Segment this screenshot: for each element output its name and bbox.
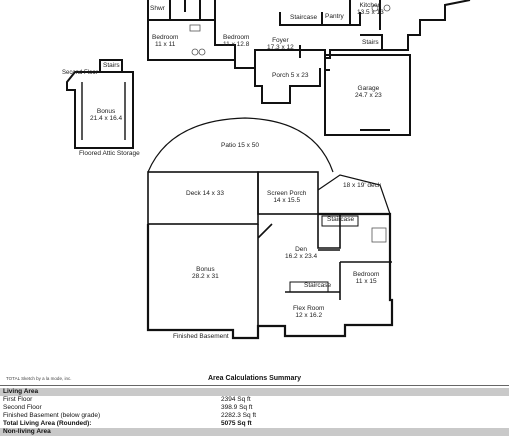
room-name: Den bbox=[295, 246, 308, 253]
total-value: 5075 Sq ft bbox=[221, 420, 252, 427]
table-header-non-living: Non-living Area bbox=[0, 428, 509, 436]
room-porch: Porch 5 x 23 bbox=[272, 72, 309, 79]
room-name: Flex Room bbox=[293, 305, 325, 312]
living-area-label: Living Area bbox=[3, 388, 39, 395]
room-stairs-left: Stairs bbox=[103, 62, 120, 69]
room-name: Garage bbox=[357, 85, 380, 92]
row-label: First Floor bbox=[3, 396, 33, 403]
room-name: Bedroom bbox=[353, 271, 380, 278]
room-dimensions: 16.2 x 23.4 bbox=[285, 253, 318, 260]
garage-outline bbox=[324, 54, 411, 136]
floor-plan bbox=[66, 0, 471, 340]
room-dimensions: 11 x 11 bbox=[155, 41, 176, 48]
row-value: 398.9 Sq ft bbox=[221, 404, 253, 411]
table-row-total: Total Living Area (Rounded): 5075 Sq ft bbox=[0, 420, 509, 428]
room-shwr: Shwr bbox=[150, 5, 165, 12]
room-name: Bonus bbox=[196, 266, 215, 273]
room-name: Bedroom bbox=[223, 34, 250, 41]
room-pantry: Pantry bbox=[325, 13, 344, 20]
deck-outline bbox=[147, 171, 259, 225]
label-second-floor: Second Floor bbox=[62, 70, 98, 76]
room-staircase-mid: Staircase bbox=[327, 216, 355, 223]
row-value: 2394 Sq ft bbox=[221, 396, 251, 403]
screen-porch-outline bbox=[257, 171, 319, 215]
room-name: Bonus bbox=[96, 108, 116, 115]
room-dimensions: 24.7 x 23 bbox=[355, 92, 382, 99]
room-dimensions: 11 x 12.8 bbox=[223, 41, 250, 48]
room-staircase-low: Staircase bbox=[304, 282, 332, 289]
table-header-living-area: Living Area bbox=[0, 388, 509, 396]
second-floor-outline bbox=[66, 71, 134, 149]
room-deck: Deck 14 x 33 bbox=[186, 190, 224, 197]
basement-outline bbox=[146, 212, 394, 340]
label-finished-basement: Finished Basement bbox=[173, 333, 229, 340]
room-name: Foyer bbox=[272, 37, 289, 44]
room-name: Kitchen bbox=[359, 2, 382, 9]
room-dimensions: 21.4 x 16.4 bbox=[90, 115, 123, 122]
area-summary-table: Living Area First Floor 2394 Sq ft Secon… bbox=[0, 385, 509, 436]
total-label: Total Living Area (Rounded): bbox=[3, 420, 92, 427]
non-living-label: Non-living Area bbox=[3, 428, 51, 435]
room-dimensions: 12 x 16.2 bbox=[295, 312, 323, 319]
row-value: 2282.3 Sq ft bbox=[221, 412, 257, 419]
summary-title: Area Calculations Summary bbox=[208, 375, 301, 382]
first-floor-outline bbox=[147, 0, 471, 69]
room-name: Bedroom bbox=[152, 34, 179, 41]
room-dimensions: 11 x 15 bbox=[355, 278, 377, 285]
room-dimensions: 28.2 x 31 bbox=[192, 273, 219, 280]
table-row: First Floor 2394 Sq ft bbox=[0, 396, 509, 404]
room-stairs-right: Stairs bbox=[362, 39, 379, 46]
room-floored-attic: Floored Attic Storage bbox=[79, 150, 140, 157]
patio-arc bbox=[147, 117, 334, 173]
row-label: Finished Basement (below grade) bbox=[3, 412, 101, 419]
room-dimensions: 14 x 15.5 bbox=[273, 197, 301, 204]
room-staircase-top: Staircase bbox=[290, 14, 318, 21]
room-dimensions: 13.5 x 13 bbox=[357, 9, 384, 16]
table-row: Finished Basement (below grade) 2282.3 S… bbox=[0, 412, 509, 420]
row-label: Second Floor bbox=[3, 404, 42, 411]
room-name: Screen Porch bbox=[267, 190, 307, 197]
copyright-text: TOTAL Sketch by a la mode, inc. bbox=[6, 376, 72, 381]
room-deck-19: 18 x 19' deck bbox=[343, 182, 382, 189]
porch-outline bbox=[254, 68, 321, 104]
room-patio: Patio 15 x 50 bbox=[221, 142, 259, 149]
table-row: Second Floor 398.9 Sq ft bbox=[0, 404, 509, 412]
room-dimensions: 17.3 x 12 bbox=[267, 44, 294, 51]
